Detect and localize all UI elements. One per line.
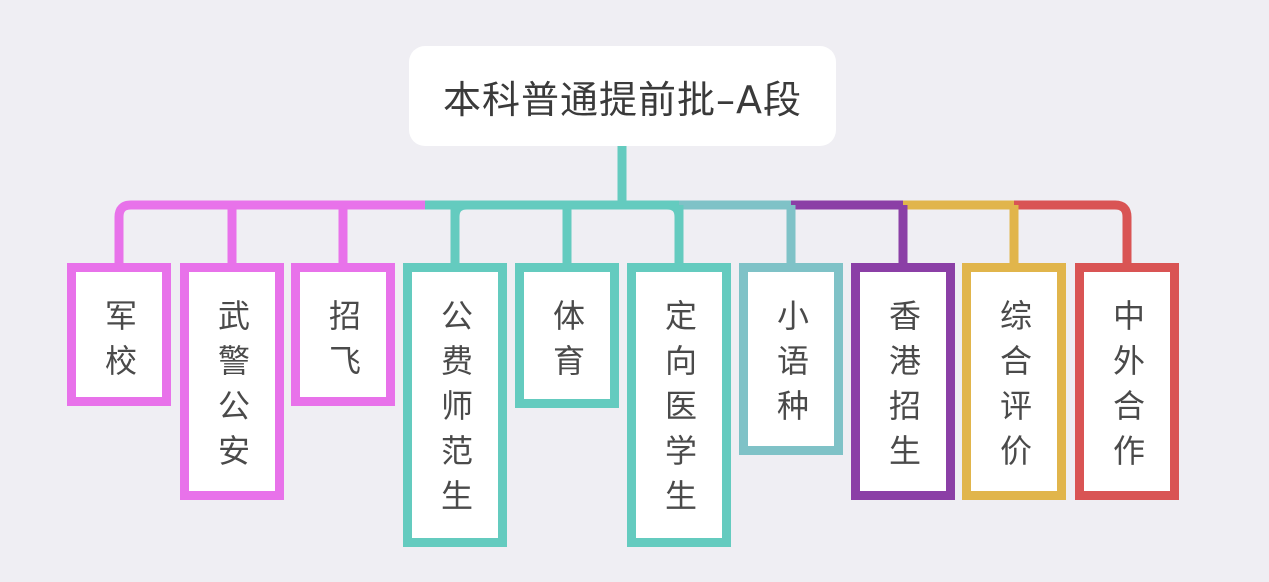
child-node-sports[interactable]: 体育 (515, 263, 619, 408)
child-node-directed-medical-student[interactable]: 定向医学生 (627, 263, 731, 547)
child-node-minor-languages[interactable]: 小语种 (739, 263, 843, 455)
child-node-hong-kong-admission[interactable]: 香港招生 (851, 263, 955, 500)
child-node-sino-foreign-cooperation[interactable]: 中外合作 (1075, 263, 1179, 500)
child-node-comprehensive-evaluation[interactable]: 综合评价 (962, 263, 1066, 500)
child-node-military-academy[interactable]: 军校 (67, 263, 171, 406)
child-node-label: 公费师范生 (436, 299, 474, 524)
root-node[interactable]: 本科普通提前批–A段 (409, 46, 836, 146)
branch-drop (114, 200, 132, 263)
child-node-label: 中外合作 (1108, 299, 1146, 479)
child-node-label: 定向医学生 (660, 299, 698, 524)
child-node-label: 综合评价 (995, 299, 1033, 479)
child-node-label: 军校 (100, 299, 138, 389)
root-title: 本科普通提前批–A段 (443, 77, 802, 122)
child-node-label: 香港招生 (884, 299, 922, 479)
child-node-armed-police[interactable]: 武警公安 (180, 263, 284, 500)
teal-bracket (450, 200, 684, 218)
child-node-label: 体育 (548, 299, 586, 389)
child-node-label: 招飞 (324, 299, 362, 389)
child-node-label: 武警公安 (213, 299, 251, 479)
child-node-pilot-recruitment[interactable]: 招飞 (291, 263, 395, 406)
branch-drop (1114, 200, 1132, 263)
child-node-label: 小语种 (772, 299, 810, 434)
child-node-free-normal-student[interactable]: 公费师范生 (403, 263, 507, 547)
